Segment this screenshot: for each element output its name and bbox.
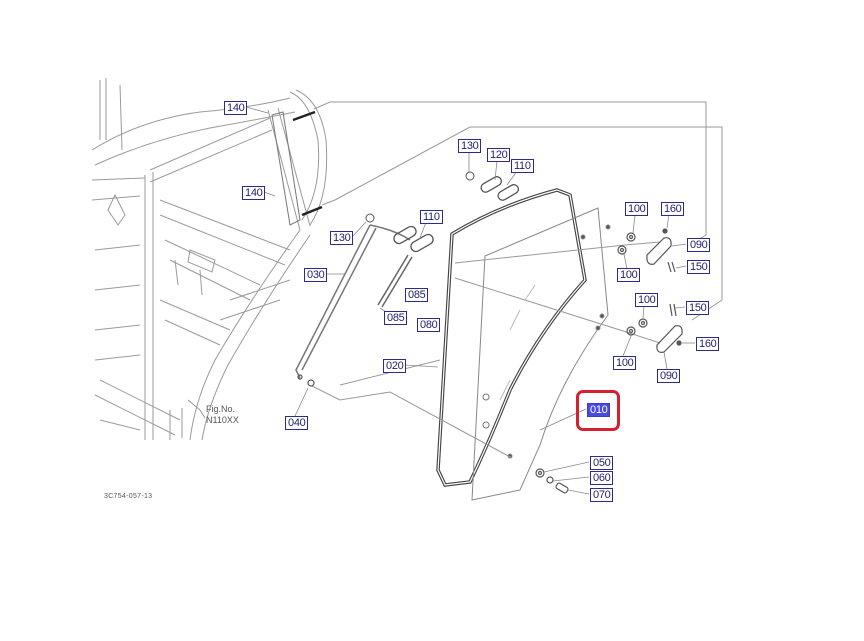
part-callout-040[interactable]: 040: [285, 416, 309, 430]
part-callout-140-upper[interactable]: 140: [224, 101, 248, 115]
figure-label: Fig.No.: [206, 404, 236, 414]
part-callout-100-c[interactable]: 100: [635, 293, 659, 307]
part-callout-160-lower[interactable]: 160: [696, 337, 720, 351]
drawing-code: 3C754-057-13: [104, 493, 153, 500]
part-callout-150-upper[interactable]: 150: [687, 260, 711, 274]
part-callout-070[interactable]: 070: [590, 488, 614, 502]
part-callout-090-upper[interactable]: 090: [687, 238, 711, 252]
part-callout-100-a[interactable]: 100: [625, 202, 649, 216]
part-callout-160-upper[interactable]: 160: [661, 202, 685, 216]
part-callout-085-lower[interactable]: 085: [384, 311, 408, 325]
part-callout-020[interactable]: 020: [383, 359, 407, 373]
part-callout-110-lower[interactable]: 110: [420, 210, 443, 224]
part-callout-030[interactable]: 030: [304, 268, 328, 282]
cab-frame-drawing: [91, 78, 328, 441]
part-callout-150-lower[interactable]: 150: [686, 301, 710, 315]
selected-part-highlight: [576, 390, 620, 431]
part-callout-060[interactable]: 060: [590, 471, 614, 485]
part-callout-110-upper[interactable]: 110: [511, 159, 534, 173]
figure-number: N110XX: [206, 415, 239, 425]
part-callout-090-lower[interactable]: 090: [657, 369, 681, 383]
part-callout-080[interactable]: 080: [417, 318, 441, 332]
part-callout-130-lower[interactable]: 130: [330, 231, 354, 245]
part-callout-010[interactable]: 010: [587, 403, 611, 417]
part-callout-100-b[interactable]: 100: [617, 268, 641, 282]
part-callout-050[interactable]: 050: [590, 456, 614, 470]
part-callout-140-lower[interactable]: 140: [242, 186, 266, 200]
part-callout-100-d[interactable]: 100: [613, 356, 637, 370]
part-callout-085-upper[interactable]: 085: [405, 288, 429, 302]
part-callout-120[interactable]: 120: [487, 148, 511, 162]
part-callout-130-upper[interactable]: 130: [458, 139, 482, 153]
